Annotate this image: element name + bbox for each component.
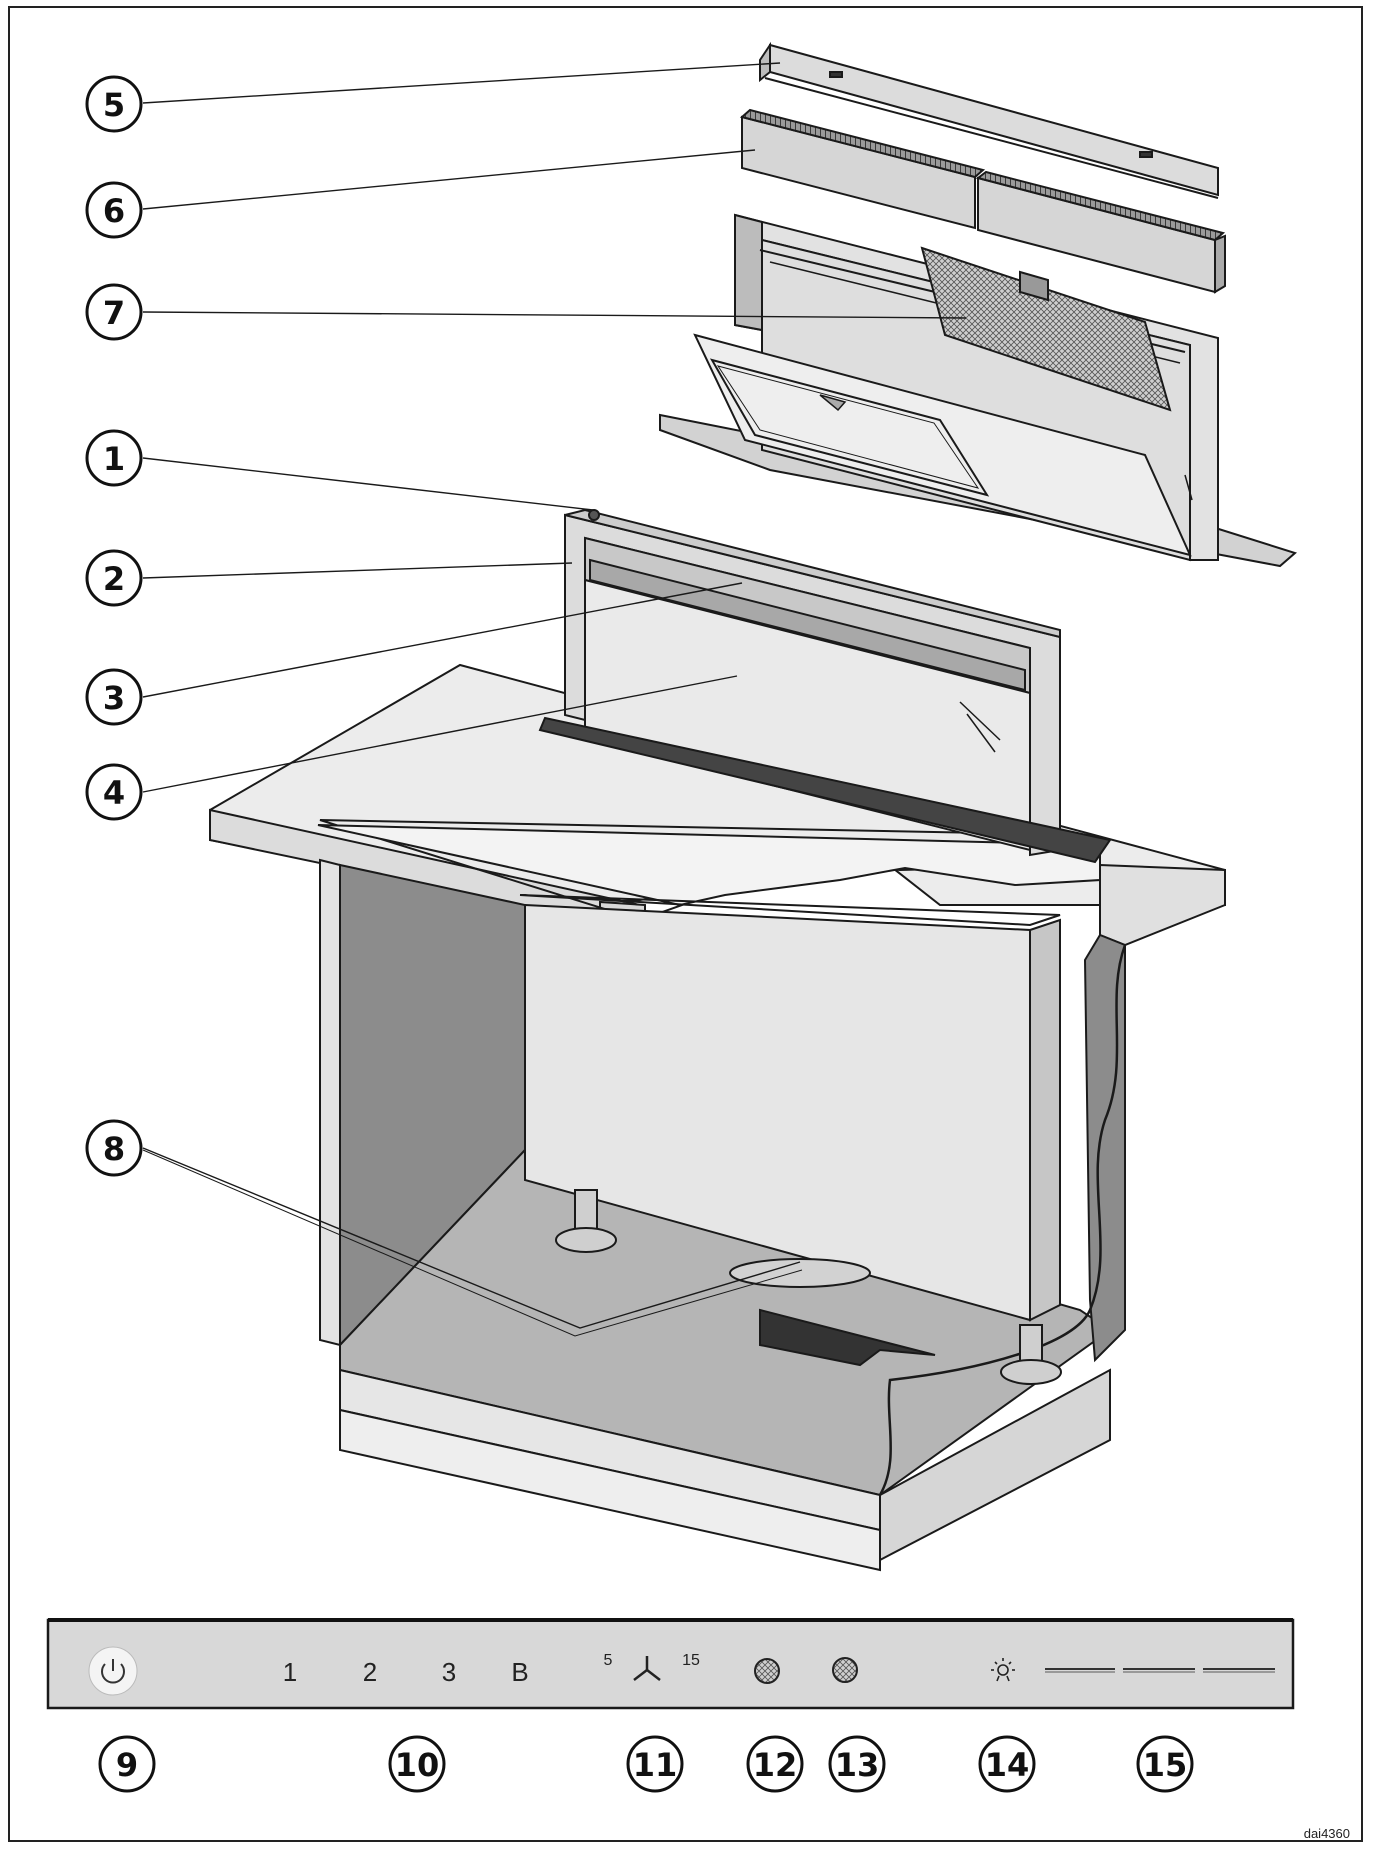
svg-text:5: 5 bbox=[103, 86, 125, 124]
callout-14: 14 bbox=[978, 1735, 1036, 1793]
callout-10: 10 bbox=[388, 1735, 446, 1793]
svg-text:11: 11 bbox=[633, 1746, 678, 1784]
svg-text:8: 8 bbox=[103, 1130, 125, 1168]
svg-text:2: 2 bbox=[103, 560, 125, 598]
svg-text:13: 13 bbox=[835, 1746, 880, 1784]
fan-level-3-button[interactable]: 3 bbox=[442, 1657, 456, 1687]
callout-4: 4 bbox=[85, 763, 143, 821]
svg-text:14: 14 bbox=[985, 1746, 1030, 1784]
timer-max-label: 15 bbox=[682, 1652, 700, 1669]
power-icon bbox=[101, 1663, 125, 1684]
svg-text:3: 3 bbox=[103, 679, 125, 717]
callout-8: 8 bbox=[85, 1119, 143, 1177]
downdraft-unit bbox=[538, 508, 1112, 864]
filter-grilles-part bbox=[739, 108, 1226, 294]
fan-level-2-button[interactable]: 2 bbox=[363, 1657, 377, 1687]
grease-filter-icon[interactable] bbox=[754, 1658, 780, 1684]
control-panel: 1 2 3 B 5 15 bbox=[46, 1618, 1295, 1710]
light-icon[interactable] bbox=[991, 1658, 1015, 1682]
callout-3: 3 bbox=[85, 668, 143, 726]
callout-6: 6 bbox=[85, 181, 143, 239]
svg-text:6: 6 bbox=[103, 192, 125, 230]
blower-box bbox=[519, 894, 1062, 1385]
callout-13: 13 bbox=[828, 1735, 886, 1793]
callout-7: 7 bbox=[85, 283, 143, 341]
svg-text:9: 9 bbox=[116, 1746, 138, 1784]
timer-min-label: 5 bbox=[604, 1652, 613, 1669]
callout-9: 9 bbox=[98, 1735, 156, 1793]
leader-lines bbox=[142, 62, 967, 1337]
odour-filter-icon[interactable] bbox=[832, 1657, 858, 1683]
callout-15: 15 bbox=[1136, 1735, 1194, 1793]
svg-text:4: 4 bbox=[103, 774, 125, 812]
base-cabinet bbox=[319, 858, 1127, 1572]
callout-5: 5 bbox=[85, 75, 143, 133]
figure-frame bbox=[8, 6, 1363, 1842]
svg-text:15: 15 bbox=[1143, 1746, 1188, 1784]
fan-icon[interactable] bbox=[633, 1656, 661, 1681]
svg-text:10: 10 bbox=[395, 1746, 440, 1784]
light-slider[interactable] bbox=[1045, 1668, 1275, 1673]
power-button[interactable] bbox=[88, 1646, 138, 1696]
boost-button[interactable]: B bbox=[511, 1657, 528, 1687]
callout-markers: 5 6 7 1 2 3 4 8 9 10 11 12 13 14 15 bbox=[85, 75, 1194, 1793]
svg-text:12: 12 bbox=[753, 1746, 798, 1784]
callout-2: 2 bbox=[85, 549, 143, 607]
upper-hood-unit bbox=[659, 213, 1298, 568]
svg-text:7: 7 bbox=[103, 294, 125, 332]
callout-1: 1 bbox=[85, 429, 143, 487]
callout-11: 11 bbox=[626, 1735, 684, 1793]
callout-12: 12 bbox=[746, 1735, 804, 1793]
svg-text:1: 1 bbox=[103, 440, 125, 478]
figure-reference: dai4360 bbox=[1304, 1826, 1350, 1841]
fan-level-1-button[interactable]: 1 bbox=[283, 1657, 297, 1687]
